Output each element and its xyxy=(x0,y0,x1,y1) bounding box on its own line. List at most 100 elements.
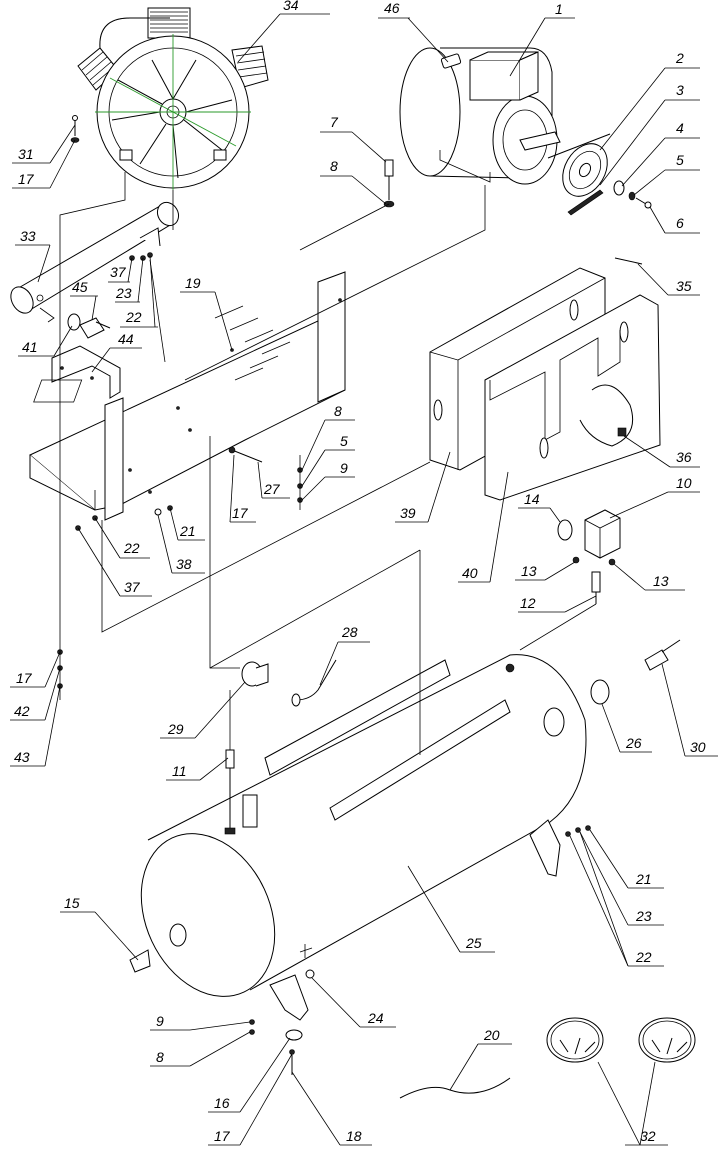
callout-label: 2 xyxy=(675,50,684,66)
callout-label: 22 xyxy=(123,540,140,556)
bolt-31 xyxy=(72,115,78,136)
callout-3: 3 xyxy=(599,82,700,186)
callout-32: 32 xyxy=(597,1061,668,1146)
callout-label: 16 xyxy=(214,1095,230,1111)
belt-pulley-2 xyxy=(547,133,611,197)
callout-35: 35 xyxy=(637,263,700,296)
callout-9-foot: 9 xyxy=(150,1013,251,1031)
callout-label: 21 xyxy=(635,871,652,887)
callout-29: 29 xyxy=(160,681,246,739)
callout-34: 34 xyxy=(237,0,330,63)
callout-label: 43 xyxy=(14,749,30,765)
callout-label: 1 xyxy=(555,1,563,17)
bolt-6 xyxy=(635,197,652,209)
knob-14 xyxy=(557,519,573,541)
fitting-41 xyxy=(67,313,81,331)
callout-12: 12 xyxy=(518,595,597,613)
callout-22-top: 22 xyxy=(120,255,158,328)
callout-label: 12 xyxy=(520,595,536,611)
callout-28: 28 xyxy=(319,624,370,686)
callout-2: 2 xyxy=(599,50,700,151)
callout-5: 5 xyxy=(633,152,700,196)
callout-23-foot: 23 xyxy=(579,831,664,926)
drain-valve-24 xyxy=(305,969,315,979)
callout-17-foot: 17 xyxy=(208,1053,293,1146)
callout-39: 39 xyxy=(395,451,451,523)
washer-5 xyxy=(628,191,636,201)
callout-label: 22 xyxy=(635,949,652,965)
callout-22-mid: 22 xyxy=(94,517,150,559)
bolts-21-22-38-37 xyxy=(75,505,173,531)
callout-37-mid: 37 xyxy=(77,527,152,597)
hose-20 xyxy=(399,1077,511,1099)
washer-4 xyxy=(613,180,625,196)
callout-label: 32 xyxy=(640,1128,656,1144)
callout-label: 34 xyxy=(283,0,299,13)
callout-label: 14 xyxy=(524,491,540,507)
callout-label: 37 xyxy=(110,264,127,280)
callout-label: 37 xyxy=(124,579,141,595)
callout-5-mid: 5 xyxy=(301,433,355,487)
callout-41: 41 xyxy=(18,325,73,357)
callout-label: 8 xyxy=(156,1049,164,1065)
safety-valve-26 xyxy=(543,679,610,737)
callout-label: 36 xyxy=(676,449,692,465)
fasteners-8-5-9 xyxy=(297,455,303,510)
callout-label: 3 xyxy=(676,82,684,98)
callout-21-mid: 21 xyxy=(169,507,205,541)
callout-label: 38 xyxy=(176,556,192,572)
callout-27: 27 xyxy=(257,461,290,499)
callout-label: 11 xyxy=(172,763,187,779)
fitting-37-23-22-top xyxy=(129,252,153,261)
cylinder-head-top xyxy=(99,7,191,49)
callout-21-foot: 21 xyxy=(589,829,664,889)
tank-feet xyxy=(269,819,561,1021)
callout-25: 25 xyxy=(407,865,495,953)
callout-42: 42 xyxy=(10,667,61,721)
callout-18: 18 xyxy=(291,1071,372,1146)
callout-label: 21 xyxy=(179,523,196,539)
callout-19: 19 xyxy=(180,275,233,351)
callout-label: 4 xyxy=(676,120,684,136)
callout-11: 11 xyxy=(166,757,229,781)
callout-label: 28 xyxy=(341,624,358,640)
bolt-7 xyxy=(384,159,394,200)
callout-8-foot: 8 xyxy=(150,1031,251,1067)
callout-30: 30 xyxy=(661,663,718,757)
unloader-tube-12 xyxy=(591,571,601,604)
callout-label: 9 xyxy=(156,1013,164,1029)
fittings-13 xyxy=(572,556,616,566)
callout-13-left: 13 xyxy=(515,561,576,581)
callout-label: 7 xyxy=(330,114,339,130)
callout-20: 20 xyxy=(449,1027,512,1091)
bracket-44 xyxy=(51,345,121,399)
callout-38: 38 xyxy=(157,514,205,574)
check-valve-29 xyxy=(241,661,269,687)
pressure-switch-10 xyxy=(584,509,621,559)
callout-13-right: 13 xyxy=(613,563,685,591)
callout-label: 17 xyxy=(232,505,249,521)
callout-label: 13 xyxy=(521,563,537,579)
grommet-36 xyxy=(617,427,627,437)
callout-label: 13 xyxy=(653,573,669,589)
callout-33: 33 xyxy=(15,228,51,283)
check-valve-45 xyxy=(79,317,111,339)
callout-22-foot: 22 xyxy=(569,831,664,967)
motor-mount-plate-19 xyxy=(29,271,346,521)
callout-label: 8 xyxy=(334,403,342,419)
callout-14: 14 xyxy=(518,491,561,523)
callout-16: 16 xyxy=(208,1037,291,1113)
callout-label: 20 xyxy=(483,1027,500,1043)
callout-label: 8 xyxy=(330,158,338,174)
callout-label: 17 xyxy=(16,670,33,686)
callout-36: 36 xyxy=(623,435,700,468)
callout-label: 25 xyxy=(465,935,482,951)
callout-label: 19 xyxy=(185,275,201,291)
callout-label: 40 xyxy=(462,565,478,581)
assembly-lines xyxy=(59,172,597,958)
callout-label: 23 xyxy=(635,908,652,924)
callout-label: 27 xyxy=(263,481,281,497)
coupling-11 xyxy=(224,749,258,835)
callout-8-top: 8 xyxy=(320,158,387,205)
callout-label: 30 xyxy=(690,739,706,755)
